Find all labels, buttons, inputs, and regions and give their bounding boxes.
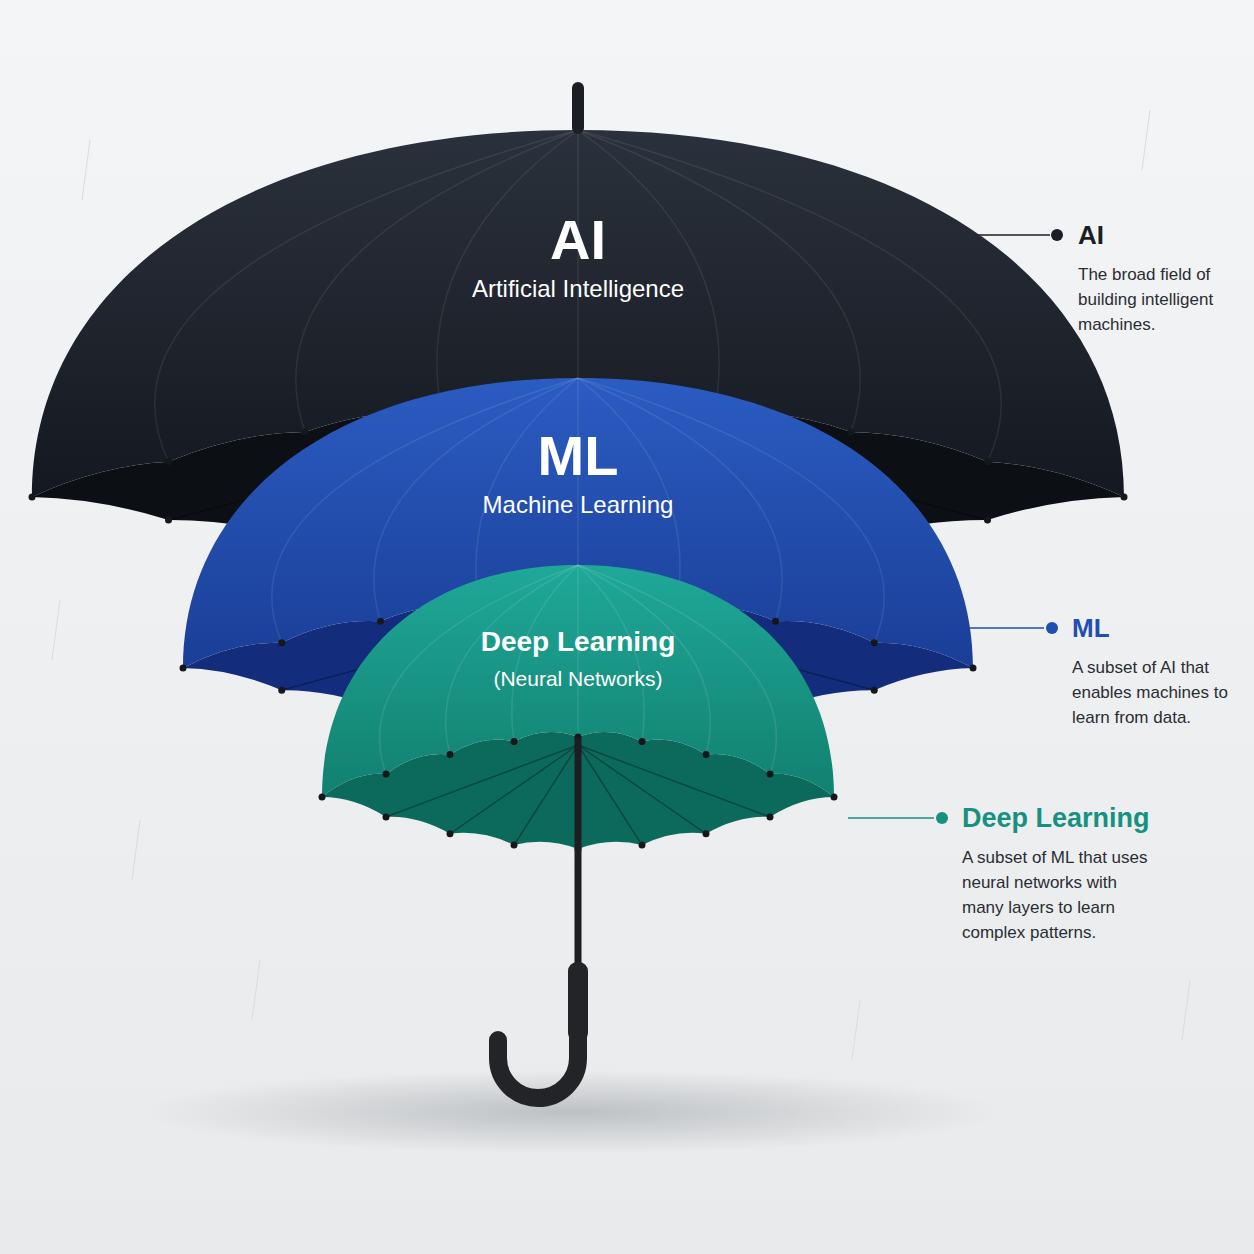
rib-tip (278, 687, 285, 694)
canopy-rib (446, 565, 578, 755)
rib-tip (984, 516, 991, 523)
rain-streak (852, 1000, 860, 1060)
rib-tip (984, 458, 991, 465)
rib-tip (383, 813, 390, 820)
callout-description: The broad field of building intelligent … (1078, 262, 1246, 337)
rib-tip (703, 751, 710, 758)
callout-description: A subset of ML that uses neural networks… (962, 845, 1154, 945)
rain-streak (1142, 110, 1150, 170)
canopy-subtitle: Machine Learning (483, 490, 674, 520)
leader-line (848, 817, 934, 819)
leader-dot (1051, 229, 1063, 241)
canopy-subtitle: (Neural Networks) (493, 665, 662, 693)
callout-heading: ML (1072, 613, 1232, 643)
rib-tip (511, 738, 518, 745)
canopy-rib (437, 130, 578, 412)
leader-dot (1046, 622, 1058, 634)
inner-rib (578, 745, 642, 845)
canopy-title: ML (538, 424, 619, 488)
rib-tip (639, 738, 646, 745)
rib-tip (511, 842, 518, 849)
rain-streak (132, 820, 140, 880)
umbrella-shaft (575, 738, 582, 970)
rain-streak (1182, 980, 1190, 1040)
inner-rib (450, 745, 578, 834)
rib-tip (1121, 494, 1128, 501)
rain-streak (252, 960, 260, 1020)
rain-streak (52, 600, 60, 660)
canopy-subtitle: Artificial Intelligence (472, 274, 684, 304)
callout-description: A subset of AI that enables machines to … (1072, 655, 1247, 730)
inner-rib (578, 745, 706, 834)
rain-streak (82, 140, 90, 200)
leader-line (958, 627, 1044, 629)
callout-heading: AI (1078, 220, 1238, 250)
rib-tip (29, 494, 36, 501)
rib-tip (772, 618, 779, 625)
inner-rib (514, 745, 578, 845)
umbrella-hook (498, 1036, 578, 1098)
canopy-title: Deep Learning (481, 625, 675, 659)
canopy-rib (578, 130, 719, 412)
rib-tip (767, 771, 774, 778)
rib-tip (278, 639, 285, 646)
canopy-text-block: AIArtificial Intelligence (32, 208, 1124, 304)
rib-tip (848, 428, 855, 435)
leader-dot (936, 812, 948, 824)
rib-tip (831, 794, 838, 801)
rib-tip (447, 751, 454, 758)
canopy-dome (32, 130, 1124, 497)
canopy-text-block: Deep Learning (Neural Networks) (322, 625, 834, 693)
rib-tip (447, 830, 454, 837)
rib-tip (970, 665, 977, 672)
rib-tip (767, 813, 774, 820)
rib-tip (871, 639, 878, 646)
rib-tip (165, 458, 172, 465)
umbrella-finial (572, 82, 584, 134)
rib-tip (377, 618, 384, 625)
rib-tip (871, 687, 878, 694)
rib-tip (319, 794, 326, 801)
rib-tip (165, 516, 172, 523)
rib-tip (180, 665, 187, 672)
rib-tip (639, 842, 646, 849)
canopy-title: AI (550, 208, 606, 272)
rib-tip (703, 830, 710, 837)
canopy-text-block: MLMachine Learning (183, 424, 973, 520)
rib-tip (302, 428, 309, 435)
rib-tip (383, 771, 390, 778)
callout-heading: Deep Learning (962, 801, 1232, 835)
